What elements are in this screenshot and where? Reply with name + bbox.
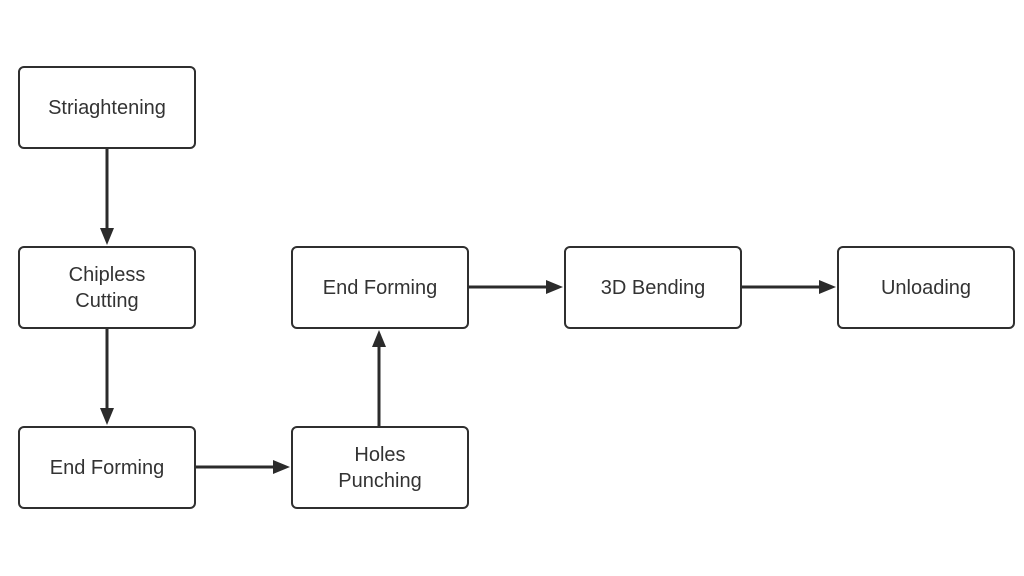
- node-label: Holes Punching: [338, 443, 422, 492]
- node-chipless-cutting: Chipless Cutting: [18, 246, 196, 329]
- arrowhead-n6-n7: [819, 280, 836, 294]
- node-holes-punching: Holes Punching: [291, 426, 469, 509]
- arrowhead-n1-n2: [100, 228, 114, 245]
- node-label: Unloading: [880, 276, 972, 299]
- arrowhead-n5-n6: [546, 280, 563, 294]
- node-unloading: Unloading: [837, 246, 1015, 329]
- node-end-forming-1: End Forming: [18, 426, 196, 509]
- node-end-forming-2: End Forming: [291, 246, 469, 329]
- node-label: Chipless Cutting: [68, 263, 146, 312]
- arrowhead-n2-n3: [100, 408, 114, 425]
- node-straightening: Striaghtening: [18, 66, 196, 149]
- node-label: Striaghtening: [48, 96, 166, 119]
- arrowhead-n3-n4: [273, 460, 290, 474]
- node-3d-bending: 3D Bending: [564, 246, 742, 329]
- node-label: End Forming: [49, 456, 165, 479]
- arrowhead-n4-n5: [372, 330, 386, 347]
- node-label: 3D Bending: [600, 276, 706, 299]
- node-label: End Forming: [322, 276, 438, 299]
